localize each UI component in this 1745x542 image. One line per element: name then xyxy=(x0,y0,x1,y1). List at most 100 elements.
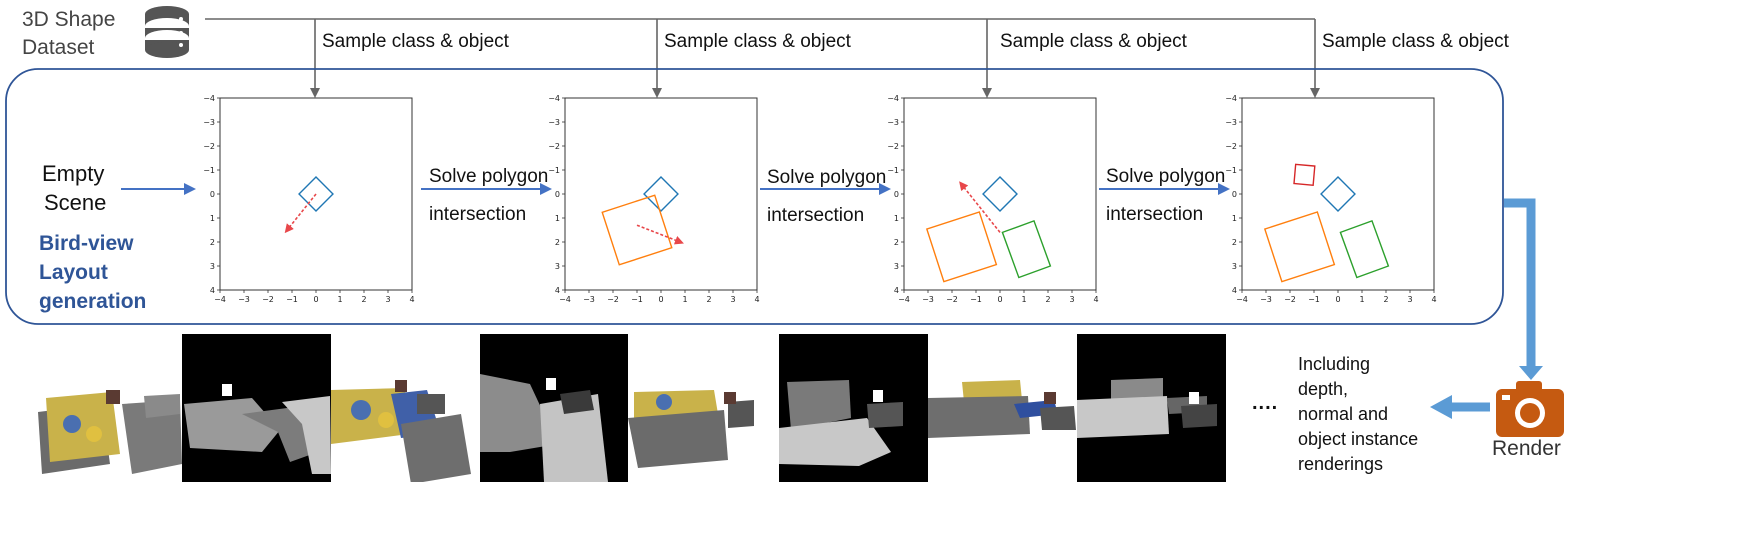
x-tick-label: 3 xyxy=(1407,295,1412,304)
render-arrow xyxy=(1430,198,1543,419)
y-tick-label: 3 xyxy=(1232,262,1237,271)
solve-line1: Solve polygon xyxy=(429,166,549,187)
x-tick-label: 0 xyxy=(997,295,1002,304)
y-tick-label: −4 xyxy=(1225,94,1237,103)
y-tick-label: 4 xyxy=(210,286,215,295)
solve-line2: intersection xyxy=(767,205,865,226)
x-tick-label: 1 xyxy=(337,295,342,304)
x-tick-label: 0 xyxy=(1335,295,1340,304)
birdview-label: Bird-view Layout generation xyxy=(39,229,146,316)
y-tick-label: 1 xyxy=(894,214,899,223)
x-tick-label: −1 xyxy=(970,295,982,304)
database-icon xyxy=(145,6,189,58)
y-tick-label: 2 xyxy=(894,238,899,247)
rgb-render-4 xyxy=(928,334,1077,482)
x-tick-label: 3 xyxy=(385,295,390,304)
solve-label-2: Solve polygon intersection xyxy=(767,159,886,235)
x-tick-label: −4 xyxy=(1236,295,1248,304)
x-tick-label: 4 xyxy=(754,295,759,304)
x-tick-label: 4 xyxy=(1431,295,1436,304)
y-tick-label: −1 xyxy=(1225,166,1237,175)
x-tick-label: 3 xyxy=(1069,295,1074,304)
y-tick-label: −3 xyxy=(887,118,899,127)
sample-label-3: Sample class & object xyxy=(1000,31,1187,52)
x-tick-label: 2 xyxy=(1045,295,1050,304)
x-tick-label: 3 xyxy=(730,295,735,304)
blue-object-box xyxy=(1320,176,1356,212)
blue-object-box xyxy=(298,176,334,212)
plot-frame xyxy=(564,97,758,291)
blue-object-box xyxy=(643,176,679,212)
x-tick-label: 2 xyxy=(1383,295,1388,304)
solve-line1: Solve polygon xyxy=(1106,166,1226,187)
sample-connector xyxy=(205,18,1320,98)
empty-scene-label: Empty Scene xyxy=(42,159,106,217)
y-tick-label: −1 xyxy=(887,166,899,175)
dataset-label: 3D Shape Dataset xyxy=(22,6,115,62)
x-tick-label: 2 xyxy=(706,295,711,304)
note-line5: renderings xyxy=(1298,454,1384,474)
y-tick-label: −3 xyxy=(1225,118,1237,127)
y-tick-label: −2 xyxy=(203,142,215,151)
camera-icon xyxy=(1496,381,1564,437)
plot-frame xyxy=(1241,97,1435,291)
x-tick-label: −3 xyxy=(583,295,595,304)
renderings-note: Including depth, normal and object insta… xyxy=(1298,352,1418,477)
x-tick-label: 0 xyxy=(313,295,318,304)
depth-render-3 xyxy=(779,334,928,482)
y-tick-label: 1 xyxy=(1232,214,1237,223)
birdview-line2: Layout xyxy=(39,261,108,284)
rgb-render-3 xyxy=(628,334,779,482)
depth-render-1 xyxy=(182,334,331,482)
x-tick-label: 4 xyxy=(1093,295,1098,304)
y-tick-label: −1 xyxy=(548,166,560,175)
dataset-label-line1: 3D Shape xyxy=(22,8,116,31)
x-tick-label: 1 xyxy=(682,295,687,304)
orange-object-box xyxy=(925,211,998,283)
x-tick-label: −2 xyxy=(607,295,619,304)
orange-object-box xyxy=(601,194,673,266)
y-tick-label: 3 xyxy=(210,262,215,271)
depth-render-4 xyxy=(1077,334,1226,482)
x-tick-label: −2 xyxy=(1284,295,1296,304)
render-label: Render xyxy=(1492,437,1561,460)
y-tick-label: −2 xyxy=(887,142,899,151)
placement-arrow xyxy=(284,193,317,234)
y-tick-label: −3 xyxy=(203,118,215,127)
y-tick-label: 0 xyxy=(555,190,560,199)
blue-object-box xyxy=(982,176,1018,212)
x-tick-label: −1 xyxy=(631,295,643,304)
y-tick-label: −2 xyxy=(548,142,560,151)
empty-scene-line1: Empty xyxy=(42,161,105,186)
x-tick-label: −1 xyxy=(286,295,298,304)
note-line3: normal and xyxy=(1298,404,1389,424)
note-line4: object instance xyxy=(1298,429,1419,449)
solve-label-1: Solve polygon intersection xyxy=(429,158,548,234)
y-tick-label: 3 xyxy=(894,262,899,271)
y-tick-label: −4 xyxy=(203,94,215,103)
y-tick-label: 3 xyxy=(555,262,560,271)
note-line1: Including xyxy=(1298,354,1371,374)
x-tick-label: −3 xyxy=(238,295,250,304)
x-tick-label: −2 xyxy=(946,295,958,304)
y-tick-label: 0 xyxy=(1232,190,1237,199)
birdview-line1: Bird-view xyxy=(39,232,134,255)
y-tick-label: −4 xyxy=(548,94,560,103)
y-tick-label: 0 xyxy=(210,190,215,199)
y-tick-label: 4 xyxy=(555,286,560,295)
x-tick-label: −3 xyxy=(1260,295,1272,304)
y-tick-label: −2 xyxy=(1225,142,1237,151)
x-tick-label: 4 xyxy=(409,295,414,304)
dataset-label-line2: Dataset xyxy=(22,36,95,59)
y-tick-label: 0 xyxy=(894,190,899,199)
green-object-box xyxy=(1001,220,1052,279)
ellipsis: .... xyxy=(1252,392,1279,414)
orange-object-box xyxy=(1263,211,1336,283)
empty-scene-line2: Scene xyxy=(44,190,107,215)
rgb-render-1 xyxy=(32,334,182,482)
x-tick-label: 1 xyxy=(1359,295,1364,304)
y-tick-label: 1 xyxy=(210,214,215,223)
